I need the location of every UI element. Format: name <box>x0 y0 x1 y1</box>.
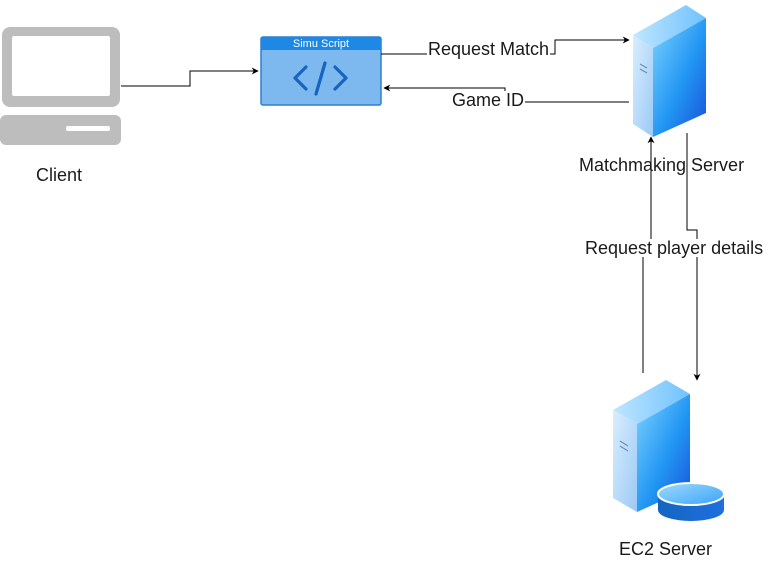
client-label: Client <box>36 165 83 185</box>
code-icon <box>293 61 348 96</box>
matchmaking-server-label: Matchmaking Server <box>579 155 745 175</box>
script-title: Simu Script <box>292 38 350 50</box>
edge-client-to-script <box>121 67 259 87</box>
request-player-details-label: Request player details <box>584 238 765 258</box>
request-match-label: Request Match <box>427 39 551 59</box>
game-id-label: Game ID <box>451 90 526 110</box>
edges <box>121 36 701 381</box>
desktop-computer-icon <box>0 27 121 145</box>
edge-request-player-details <box>686 133 701 381</box>
ec2-server-label: EC2 Server <box>619 539 713 559</box>
server-tower-icon <box>633 5 706 137</box>
database-server-icon <box>613 380 725 521</box>
script-box[interactable] <box>260 36 382 106</box>
